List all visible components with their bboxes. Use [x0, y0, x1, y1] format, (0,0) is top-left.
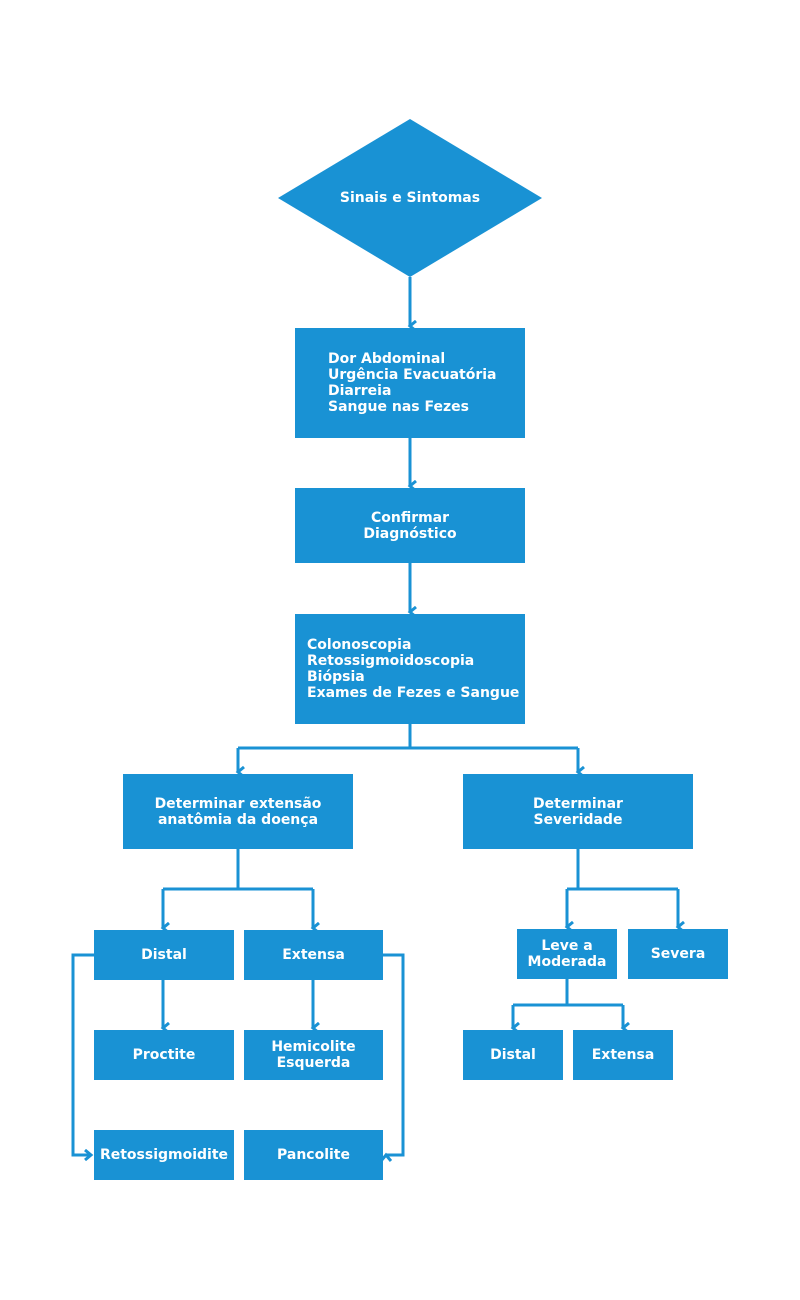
severity-distal-label: Distal: [490, 1047, 536, 1063]
exam-line: Exames de Fezes e Sangue: [307, 685, 520, 701]
retossigmoidite-label: Retossigmoidite: [99, 1147, 229, 1163]
severity-extensa-label: Extensa: [591, 1047, 655, 1063]
start-diamond: Sinais e Sintomas: [278, 119, 542, 277]
determine-severity-box: Determinar Severidade: [463, 774, 693, 849]
exam-line: Colonoscopia: [307, 637, 412, 653]
severity-line: Determinar: [533, 795, 623, 812]
determine-extent-box: Determinar extensão anatômia da doença: [123, 774, 353, 849]
extent-line: anatômia da doença: [157, 811, 319, 828]
severa-box: Severa: [628, 929, 728, 979]
exam-line: Retossigmoidoscopia: [307, 653, 475, 669]
leve-line: Moderada: [527, 954, 607, 970]
confirm-line: Confirmar: [370, 509, 450, 526]
confirm-line: Diagnóstico: [363, 525, 457, 542]
retossigmoidite-box: Retossigmoidite: [94, 1130, 234, 1180]
distal-box: Distal: [94, 930, 234, 980]
extensa-label: Extensa: [282, 947, 345, 963]
hemicolite-line: Hemicolite: [271, 1039, 356, 1055]
extent-line: Determinar extensão: [154, 795, 322, 812]
distal-label: Distal: [141, 947, 187, 963]
severity-distal-box: Distal: [463, 1030, 563, 1080]
pancolite-label: Pancolite: [276, 1147, 350, 1163]
severa-label: Severa: [650, 946, 706, 962]
confirm-diagnosis-box: Confirmar Diagnóstico: [295, 488, 525, 563]
leve-moderada-box: Leve a Moderada: [517, 929, 617, 979]
severity-extensa-box: Extensa: [573, 1030, 673, 1080]
proctite-label: Proctite: [132, 1047, 196, 1063]
extensa-box: Extensa: [244, 930, 383, 980]
exam-line: Biópsia: [307, 669, 365, 685]
symptom-line: Diarreia: [328, 383, 392, 399]
exams-box: Colonoscopia Retossigmoidoscopia Biópsia…: [295, 614, 525, 724]
symptom-line: Urgência Evacuatória: [328, 367, 497, 383]
symptom-line: Dor Abdominal: [328, 351, 446, 367]
pancolite-box: Pancolite: [244, 1130, 383, 1180]
start-label: Sinais e Sintomas: [339, 190, 481, 206]
connector-distal-retossigmoidite: [71, 953, 94, 1155]
symptoms-box: Dor Abdominal Urgência Evacuatória Diarr…: [295, 328, 525, 438]
hemicolite-line: Esquerda: [276, 1055, 351, 1071]
severity-line: Severidade: [533, 811, 623, 828]
proctite-box: Proctite: [94, 1030, 234, 1080]
connector-extensa-pancolite: [383, 953, 405, 1155]
hemicolite-box: Hemicolite Esquerda: [244, 1030, 383, 1080]
leve-line: Leve a: [541, 938, 593, 954]
symptom-line: Sangue nas Fezes: [328, 399, 469, 415]
